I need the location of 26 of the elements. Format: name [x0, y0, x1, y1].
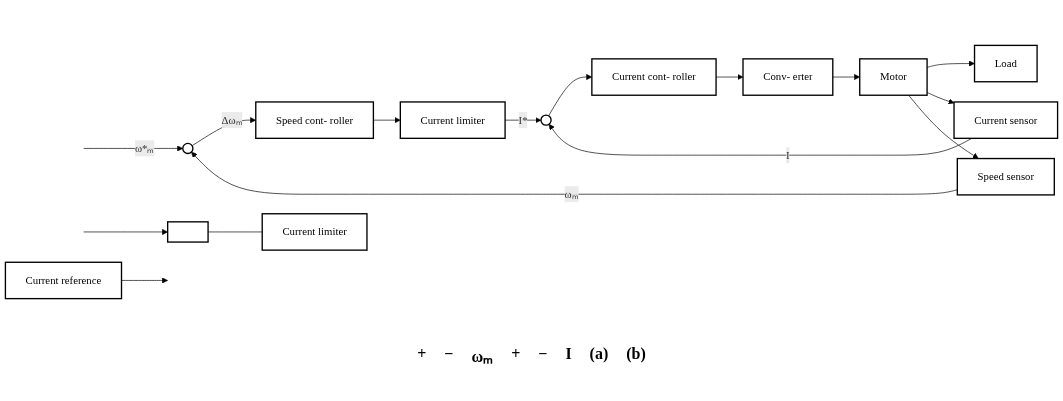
node-box: Current limiter — [261, 213, 368, 252]
node-box: Speed sensor — [956, 158, 1055, 197]
label-text: I — [565, 345, 572, 364]
node-box: Current reference — [4, 262, 123, 300]
label-text: + — [511, 345, 521, 364]
node-box: Conv- erter — [742, 58, 834, 97]
edge-label: I* — [518, 114, 528, 127]
node-circle — [182, 143, 194, 155]
node-box: Current sensor — [953, 101, 1059, 140]
node-box: Motor — [859, 58, 928, 97]
label-text: − — [538, 345, 548, 364]
label-text: (b) — [626, 345, 646, 365]
node-box: Current limiter — [399, 101, 506, 140]
node-box: Speed cont- roller — [255, 101, 375, 140]
edge-label: Δωₘ — [221, 114, 243, 127]
node-box: Current cont- roller — [591, 58, 717, 97]
label-text: − — [444, 345, 454, 364]
label-text: (a) — [589, 345, 609, 365]
node-box: Load — [973, 45, 1038, 83]
edge-label: I — [786, 149, 790, 162]
edge-label: ω*ₘ — [134, 142, 155, 155]
label-text: + — [417, 345, 427, 364]
node-circle — [540, 114, 552, 127]
label-text: ωₘ — [471, 347, 494, 367]
edge-label: ωₘ — [564, 188, 579, 201]
node-box — [167, 221, 209, 244]
